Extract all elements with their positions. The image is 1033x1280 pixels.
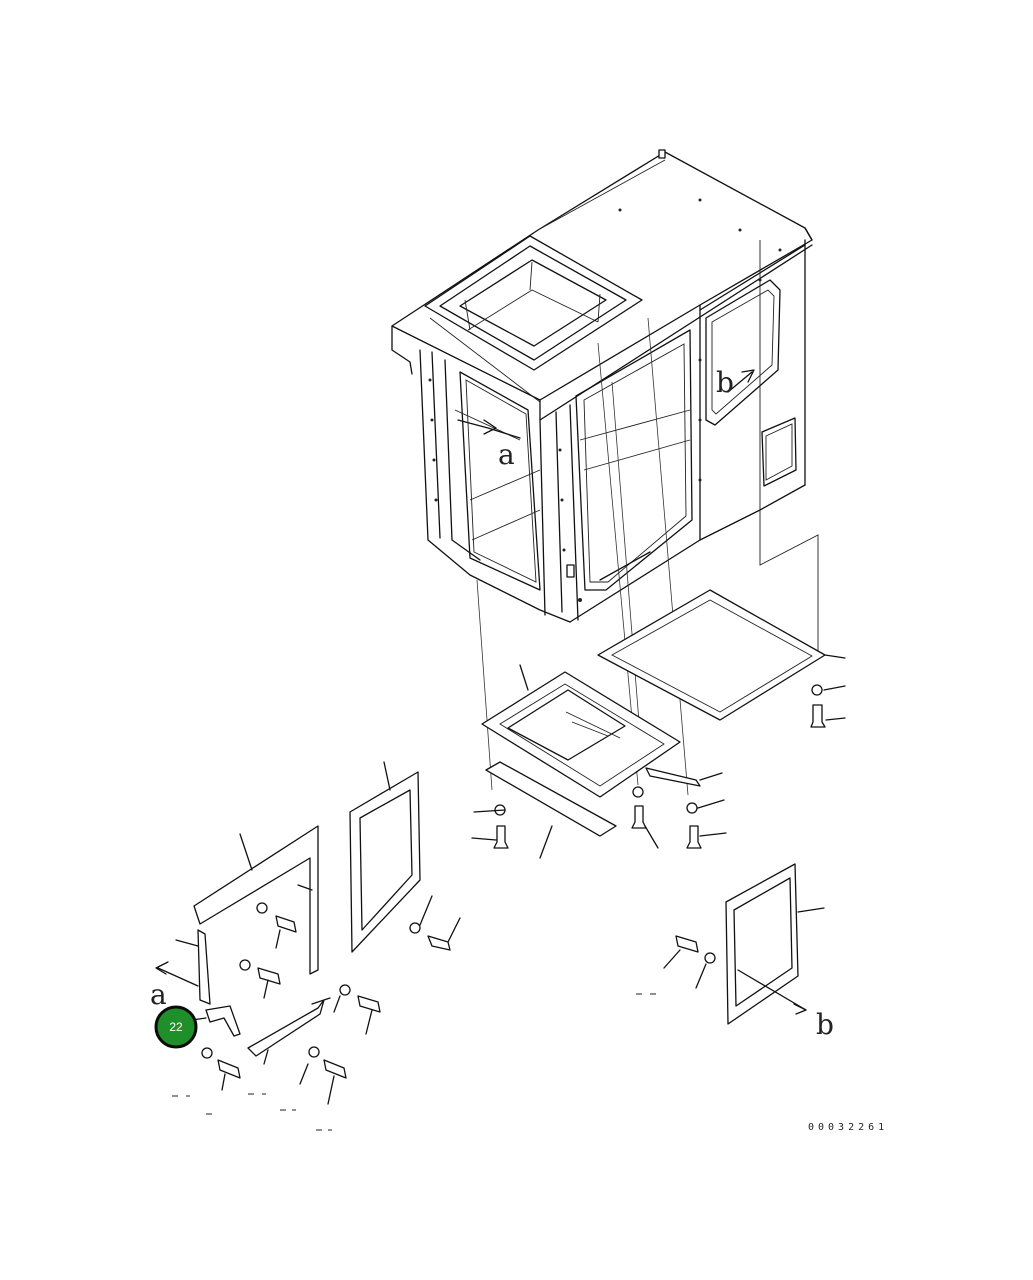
part-callout-22[interactable]: 22: [154, 1005, 207, 1049]
cab-assembly: [391, 149, 819, 655]
right-window-panel: [636, 863, 825, 1025]
view-letter-a-lower: a: [150, 978, 167, 1011]
view-letter-a-upper: a: [498, 438, 515, 471]
left-window-panel: [349, 761, 461, 953]
callout-number: 22: [169, 1020, 183, 1034]
center-floor-plate: [471, 664, 727, 859]
reference-lines: [476, 317, 689, 796]
view-letter-b-upper: b: [716, 366, 734, 399]
callout-circle[interactable]: [154, 1005, 198, 1049]
drawing-code: 00032261: [808, 1122, 888, 1133]
right-floor-plate: [597, 589, 846, 728]
view-letter-b-lower: b: [816, 1008, 834, 1041]
left-cover-panels: [155, 825, 381, 1131]
